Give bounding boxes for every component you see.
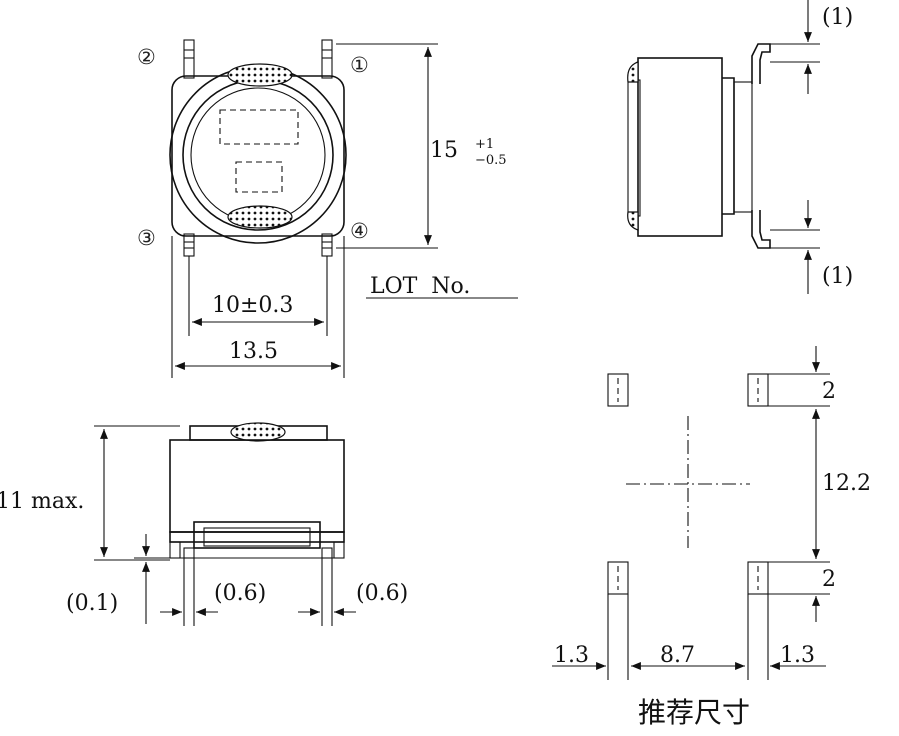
dim-standoff: (0.1) [66, 591, 118, 616]
dim-pad-right: (0.6) [356, 581, 408, 606]
dim-pin-pitch: 10±0.3 [212, 293, 293, 318]
dim-footprint-right: 1.3 [780, 643, 815, 668]
glue-dot-bottom [227, 205, 293, 229]
side-view-bottom-glue [230, 422, 286, 442]
footprint-pad-tl [607, 373, 629, 407]
side-view-bottom-body [169, 439, 345, 533]
footprint-caption: 推荐尺寸 [638, 696, 750, 729]
dim-pad-height-top: 2 [822, 379, 836, 404]
dim-bottom-gap: (1) [822, 264, 853, 289]
side-view-right-lead-top [751, 43, 771, 84]
pin-label-4: ④ [350, 219, 369, 243]
pin-label-3: ③ [137, 226, 156, 250]
footprint-pad-bl [607, 561, 629, 595]
side-view-right-lead-bottom [751, 210, 771, 249]
dim-width: 13.5 [229, 339, 278, 364]
side-view-right-body [637, 57, 723, 237]
dim-pad-span: 12.2 [822, 471, 871, 496]
footprint: 2 12.2 2 1.3 8.7 1.3 推荐尺寸 [552, 346, 871, 729]
dim-height-tol-minus: −0.5 [475, 153, 507, 168]
side-view-bottom: 11 max. (0.1) (0.6) (0.6) [0, 422, 408, 626]
glue-dot-top [227, 63, 293, 87]
lot-number-label: LOT No. [370, 274, 470, 299]
side-view-right: (1) (1) [627, 0, 853, 294]
dim-footprint-center: 8.7 [660, 643, 695, 668]
side-view-right-glue [627, 61, 639, 83]
dim-pad-left: (0.6) [214, 581, 266, 606]
pin-label-2: ② [137, 45, 156, 69]
marking-area-lower [235, 161, 283, 193]
dim-top-gap: (1) [822, 5, 853, 30]
top-view: ② ① ③ ④ 15 +1 −0.5 10±0.3 13.5 LOT No. [137, 39, 518, 378]
dim-pad-height-bottom: 2 [822, 567, 836, 592]
dim-footprint-left: 1.3 [554, 643, 589, 668]
footprint-pad-tr [747, 373, 769, 407]
pin-label-1: ① [350, 53, 369, 77]
dim-height-tol-plus: +1 [475, 137, 494, 152]
dim-height-max: 11 max. [0, 489, 84, 514]
marking-area-upper [219, 109, 299, 145]
footprint-pad-br [747, 561, 769, 595]
dim-height-15: 15 [430, 138, 458, 163]
